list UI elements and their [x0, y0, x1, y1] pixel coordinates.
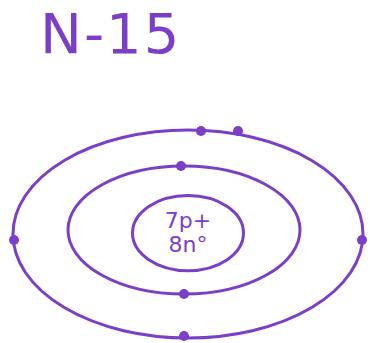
- particle-count: 7p+: [165, 209, 211, 233]
- electron: [357, 235, 367, 245]
- electron: [179, 331, 189, 341]
- electron: [233, 126, 243, 136]
- nucleus: 7p+8n°: [131, 194, 245, 272]
- electron: [179, 289, 189, 299]
- outer-shell: [13, 130, 363, 338]
- electron: [9, 235, 19, 245]
- inner-shell: [68, 166, 300, 294]
- electron: [196, 126, 206, 136]
- particle-count: 8n°: [169, 233, 208, 257]
- isotope-title: N-15: [40, 6, 181, 62]
- electron: [176, 161, 186, 171]
- nucleus-ellipse: [133, 195, 244, 270]
